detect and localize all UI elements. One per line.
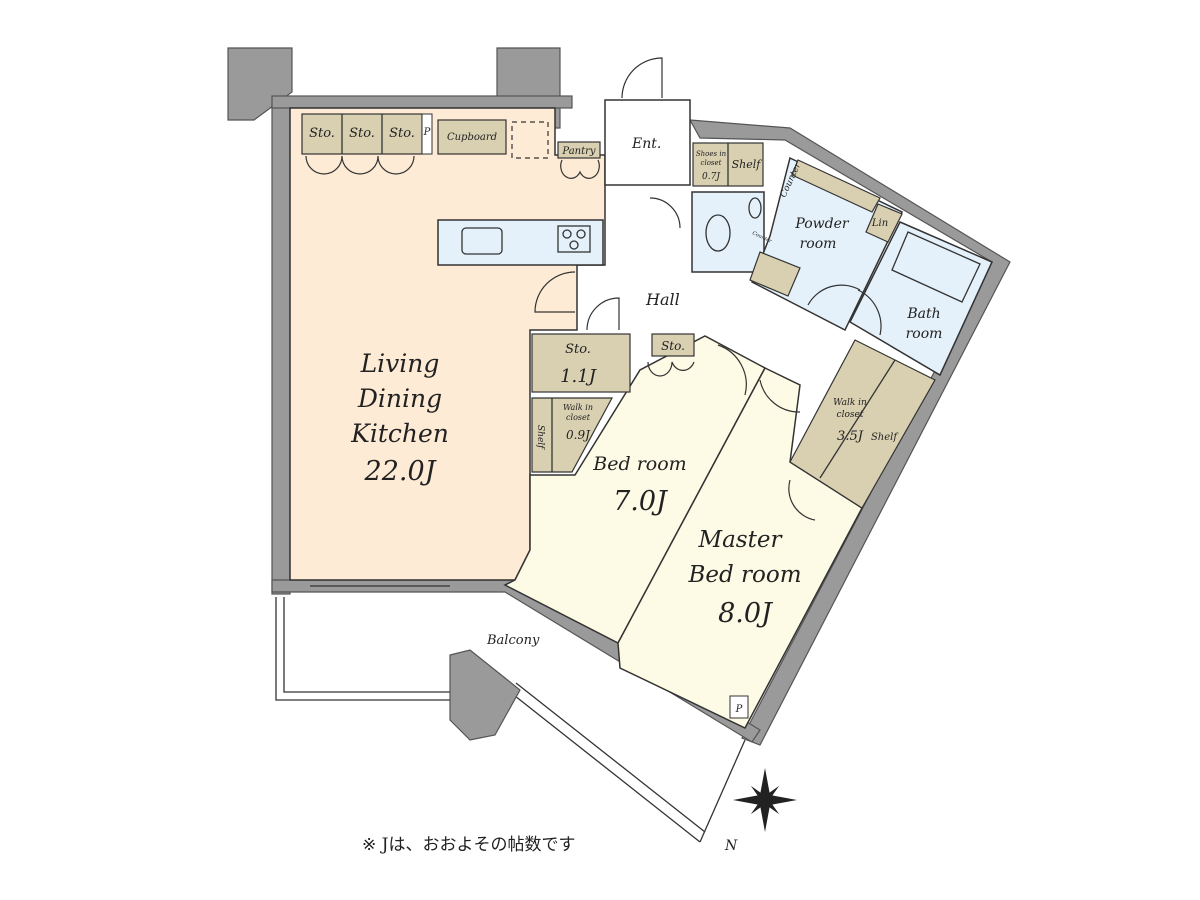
hall-sto-size: 1.1J [560,366,598,387]
master-wic-label-1: Walk in [833,398,867,408]
kitchen-counter [437,219,604,266]
right-wall [688,119,1011,746]
shoes-size: 0.7J [702,172,721,182]
toilet-room [691,191,765,273]
sto-label-1: Sto. [309,126,335,141]
left-wall [271,103,291,595]
linen-label: Lin [871,218,888,229]
master-size: 8.0J [718,598,774,629]
bed-wic-label-1: Walk in [563,403,593,412]
compass-icon: N [724,768,797,854]
ldk-size: 22.0J [364,456,438,487]
bedroom-storage [651,333,695,357]
master-pipe-space [729,695,749,719]
note: ※ Jは、おおよその帖数です [362,835,575,855]
ldk-label-1: Living [360,349,440,378]
bed-wic-label-2: closet [566,413,591,422]
bedroom-label: Bed room [592,453,686,475]
bed-wic-shelf-label: Shelf [535,425,545,450]
bathtub-icon [891,231,981,303]
balcony-column [449,649,521,741]
master-label-1: Master [698,527,784,553]
ldk-label-2: Dining [357,384,442,413]
storage-row: Sto. Sto. Sto. P Cupboard Pantry [301,113,601,179]
shoes-label-1: Shoes in [696,150,727,158]
bed-wic-size: 0.9J [566,428,591,442]
sink-icon [461,227,503,255]
balcony [275,597,746,843]
bedroom-size: 7.0J [613,486,669,517]
cupboard [437,119,507,155]
hall-label: Hall [645,290,680,309]
top-wall [271,95,573,109]
powder-label-1: Powder [794,216,850,232]
linen [865,203,903,243]
hall-sto-label: Sto. [565,342,591,357]
master-wic-label-2: closet [837,410,864,420]
balcony-label: Balcony [486,633,540,648]
basin-icon [748,197,762,219]
master-bedroom-floor [617,367,863,729]
washer-space [749,251,801,297]
entrance-label: Ent. [631,136,661,152]
bath-room [849,221,994,377]
master-wic-shelf-label: Shelf [871,432,899,443]
hall-storage [531,333,631,393]
pantry [557,141,601,159]
ldk-label-3: Kitchen [350,419,449,448]
entrance [604,99,691,186]
counter [791,159,881,213]
powder-label-2: room [800,236,837,252]
pantry-label: Pantry [561,146,595,157]
bath-label-1: Bath [906,306,940,322]
sto-label-2: Sto. [349,126,375,141]
master-walkin-closet [789,339,936,509]
master-pipe-label: P [735,704,743,715]
toilet-icon [705,214,731,252]
sto-label-3: Sto. [389,126,415,141]
shoes-label-2: closet [701,159,722,167]
shoes-shelf-label: Shelf [732,158,763,171]
cupboard-label: Cupboard [447,132,497,143]
stove-icon [557,225,591,253]
bed-sto-label: Sto. [661,339,685,353]
fridge-space [511,121,549,159]
master-wic-size: 3.5J [837,429,864,444]
bath-label-2: room [906,326,943,342]
master-label-2: Bed room [687,562,801,588]
north-label: N [724,838,738,854]
pipe-label: P [423,127,431,138]
